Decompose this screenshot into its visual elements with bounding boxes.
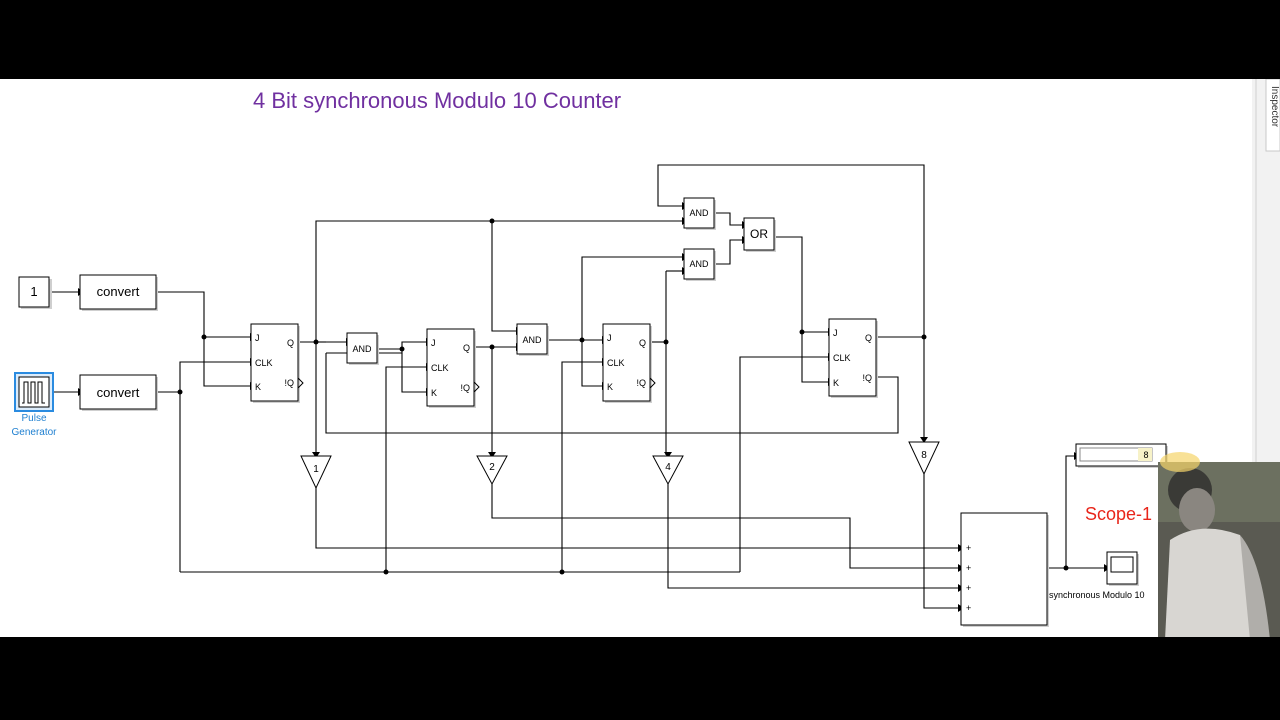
gain-block-4[interactable]: 8 <box>908 441 940 476</box>
convert-label-2: convert <box>97 385 140 400</box>
convert-label-1: convert <box>97 284 140 299</box>
pulse-wave-icon <box>22 381 45 404</box>
port-j: J <box>607 333 612 343</box>
port-k: K <box>431 388 437 398</box>
sum-block[interactable]: + + + + <box>960 512 1049 627</box>
display-value: 8 <box>1143 450 1148 460</box>
port-q: Q <box>463 343 470 353</box>
letterbox-bottom <box>0 637 1280 720</box>
gain-block-1[interactable]: 1 <box>300 455 332 490</box>
jk-flip-flop-2[interactable]: J CLK K Q !Q <box>426 328 480 408</box>
port-clk: CLK <box>607 358 625 368</box>
port-q: Q <box>287 338 294 348</box>
scope-screen-icon <box>1110 556 1134 573</box>
port-qbar: !Q <box>284 378 294 388</box>
or-gate[interactable]: OR <box>743 217 776 252</box>
gain-value: 2 <box>489 462 495 473</box>
letterbox-top <box>0 0 1280 79</box>
port-clk: CLK <box>255 358 273 368</box>
gain-block-2[interactable]: 2 <box>476 455 508 486</box>
port-qbar: !Q <box>636 378 646 388</box>
gain-block-3[interactable]: 4 <box>652 455 684 486</box>
gain-value: 1 <box>313 464 319 475</box>
sum-sign: + <box>966 583 971 593</box>
scope-label: Scope-1 <box>1085 504 1152 524</box>
constant-block[interactable]: 1 <box>18 276 52 309</box>
jk-flip-flop-3[interactable]: J CLK K Q !Q <box>602 323 656 403</box>
constant-value: 1 <box>30 284 37 299</box>
jk-flip-flop-4[interactable]: J CLK K Q !Q <box>828 318 878 398</box>
diagram-title: 4 Bit synchronous Modulo 10 Counter <box>253 88 621 113</box>
branch-points <box>177 218 1069 575</box>
and-label: AND <box>689 259 709 269</box>
and-label: AND <box>352 344 372 354</box>
and-label: AND <box>522 335 542 345</box>
and-gate-2[interactable]: AND <box>516 323 549 356</box>
scope-block[interactable]: synchronous Modulo 10 <box>1049 551 1145 600</box>
port-qbar: !Q <box>460 383 470 393</box>
gain-value: 4 <box>665 462 671 473</box>
convert-block-2[interactable]: convert <box>79 374 158 411</box>
port-k: K <box>833 378 839 388</box>
port-j: J <box>833 328 838 338</box>
port-k: K <box>607 382 613 392</box>
sum-sign: + <box>966 563 971 573</box>
convert-block-1[interactable]: convert <box>79 274 158 311</box>
and-gate-1[interactable]: AND <box>346 332 379 365</box>
sum-sign: + <box>966 603 971 613</box>
presenter-webcam-overlay <box>1158 452 1280 640</box>
sum-sign: + <box>966 543 971 553</box>
inspector-tab-label: Inspector <box>1269 86 1280 128</box>
port-k: K <box>255 382 261 392</box>
scope-block-label: synchronous Modulo 10 <box>1049 590 1145 600</box>
port-j: J <box>255 333 260 343</box>
gain-value: 8 <box>921 450 927 461</box>
and-gate-4[interactable]: AND <box>683 248 716 281</box>
port-q: Q <box>639 338 646 348</box>
port-j: J <box>431 338 436 348</box>
port-clk: CLK <box>833 353 851 363</box>
jk-flip-flop-1[interactable]: J CLK K Q !Q <box>250 323 304 403</box>
port-clk: CLK <box>431 363 449 373</box>
port-qbar: !Q <box>862 373 872 383</box>
pulse-label-line2: Generator <box>11 427 57 438</box>
and-gate-3[interactable]: AND <box>683 197 716 230</box>
or-label: OR <box>750 227 768 241</box>
display-block[interactable]: 8 <box>1075 443 1168 468</box>
pulse-label-line1: Pulse <box>21 413 46 424</box>
port-q: Q <box>865 333 872 343</box>
and-label: AND <box>689 208 709 218</box>
pulse-generator-block[interactable]: Pulse Generator <box>11 372 57 438</box>
